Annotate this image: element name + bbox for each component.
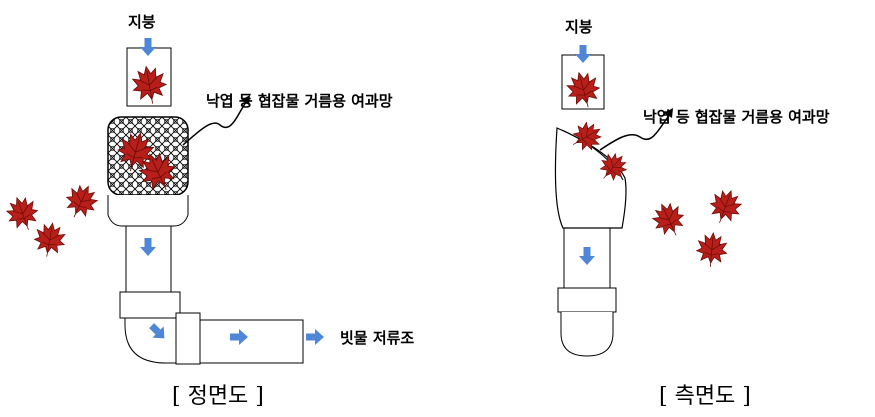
front-filter-label: 낙엽 등 협잡물 거름용 여과망 (206, 92, 393, 110)
front-pipe-arrow-right-icon (230, 329, 248, 345)
front-leaf-icon-b (59, 179, 103, 224)
side-filter-body (554, 127, 627, 229)
front-elbow-outlet (175, 312, 201, 365)
front-leaf-icon-c (31, 220, 68, 260)
side-pipe-arrow-icon (579, 247, 595, 265)
front-caption: [ 정면도 ] (172, 384, 264, 409)
front-filter-bottom (107, 195, 189, 227)
front-filter-callout-arrow (182, 99, 248, 146)
side-cap-bottom (560, 312, 614, 357)
front-elbow-arrow-icon (145, 319, 171, 345)
front-leaf-icon-a (2, 192, 43, 236)
front-elbow-collar (119, 291, 181, 319)
side-filter-callout-arrow (599, 113, 671, 151)
front-down-pipe (125, 226, 172, 292)
side-view (554, 45, 746, 357)
front-horizontal-pipe (200, 319, 304, 364)
front-tank-arrow-icon (306, 329, 324, 345)
side-filter-callout-arrowhead (664, 108, 673, 118)
side-leaf-icon-a (647, 197, 691, 242)
front-roof-label: 지붕 (128, 13, 156, 31)
side-filter-label: 낙엽 등 협잡물 거름용 여과망 (643, 108, 830, 126)
front-pipe-arrow-icon (140, 238, 156, 256)
side-cap-collar (557, 287, 617, 313)
front-view (2, 38, 324, 365)
side-caption: [ 측면도 ] (659, 384, 751, 409)
front-elbow (124, 318, 180, 364)
side-leaf-icon-c (695, 231, 729, 269)
side-leaf-icon-b (705, 185, 746, 229)
side-roof-label: 지붕 (565, 18, 593, 36)
front-filter-callout-arrowhead (241, 95, 250, 105)
side-down-pipe (563, 228, 611, 288)
front-tank-label: 빗물 저류조 (340, 329, 415, 347)
